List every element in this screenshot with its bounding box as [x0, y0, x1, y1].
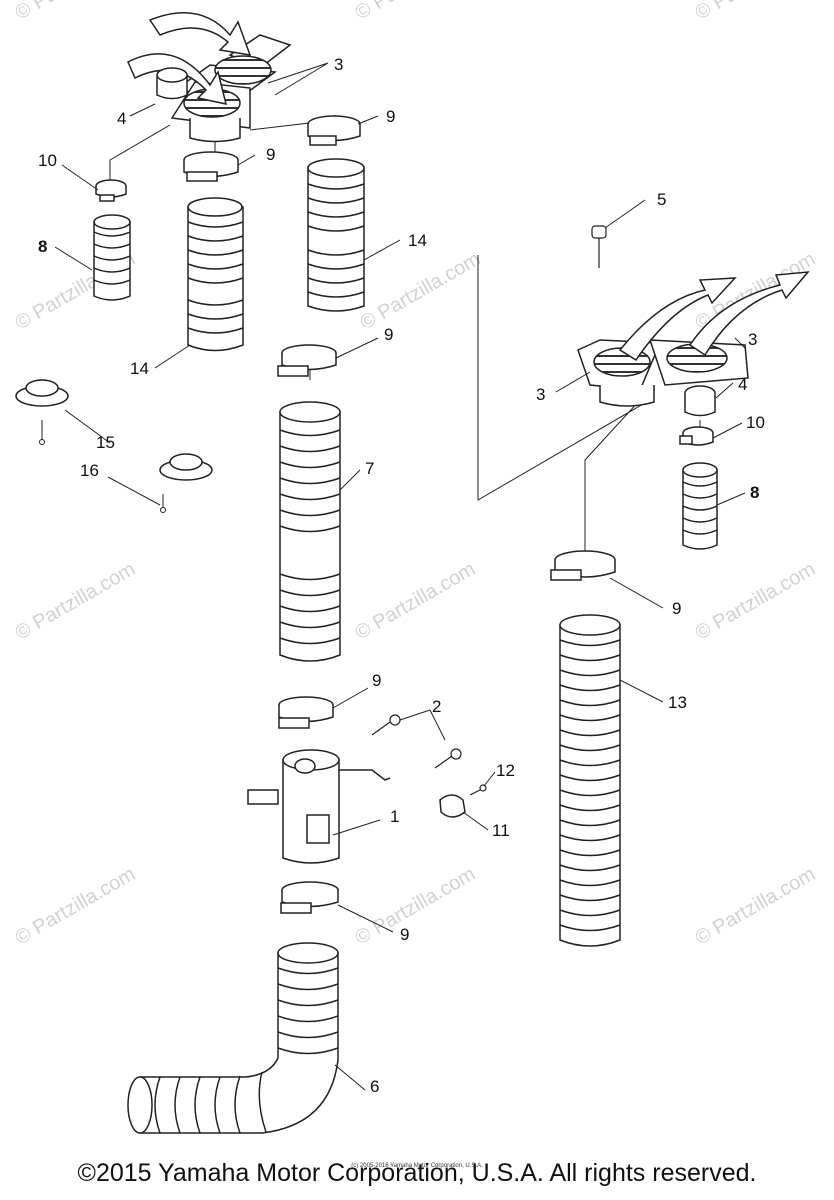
callout-3: 3: [536, 385, 545, 404]
callout-labels: 3 4 9 9 10 8 14 14 9 5 3 3 4 10 8 7 15 1…: [38, 55, 765, 1096]
hose-rib: [559, 819, 621, 827]
hose-rib: [559, 834, 621, 842]
drain-fitting-right: [684, 385, 716, 417]
callout-8: 8: [750, 483, 759, 502]
bellows-hose-7: [279, 401, 341, 662]
hose-rib: [559, 774, 621, 782]
hose-rib: [559, 804, 621, 812]
bellows-hose-14-right: [307, 158, 365, 312]
callout-9: 9: [386, 107, 395, 126]
screw-5: [591, 225, 607, 268]
watermark-text: © Partzilla.com: [692, 0, 820, 24]
screw-16-right: [160, 494, 166, 513]
vent-grate-right: [577, 271, 810, 407]
hose-rib: [559, 894, 621, 902]
watermark-text: © Partzilla.com: [352, 0, 480, 24]
hose-clamp-9-right: [550, 550, 616, 581]
hose-rib: [559, 789, 621, 797]
callout-13: 13: [668, 693, 687, 712]
callout-5: 5: [657, 190, 666, 209]
callout-10: 10: [746, 413, 765, 432]
callout-12: 12: [496, 761, 515, 780]
callout-6: 6: [370, 1077, 379, 1096]
callout-9: 9: [400, 925, 409, 944]
hose-clamp-9-center: [277, 344, 337, 377]
callout-7: 7: [365, 459, 374, 478]
grommet-15-left: [15, 379, 69, 407]
bellows-hose-14-left: [187, 197, 244, 352]
callout-4: 4: [117, 109, 126, 128]
callout-1: 1: [390, 807, 399, 826]
callout-leader-lines: [54, 62, 746, 1091]
hose-clamp-9-upper-left: [183, 151, 239, 182]
callout-10: 10: [38, 151, 57, 170]
bellows-hose-13: [559, 614, 621, 947]
drain-hose-small-right: [682, 462, 718, 550]
watermark-text: © Partzilla.com: [692, 558, 820, 644]
hose-clamp-small-left: [95, 179, 127, 202]
callout-9: 9: [672, 599, 681, 618]
drain-fitting-upper: [156, 67, 188, 100]
vent-grate-upper: [127, 12, 292, 143]
callout-4: 4: [738, 375, 747, 394]
screw-2-lower: [434, 748, 462, 769]
grommet-15-right: [159, 453, 213, 481]
hose-clamp-9-lower-center: [278, 696, 334, 729]
blower-housing: [247, 749, 391, 864]
callout-11: 11: [492, 821, 510, 840]
hose-rib: [559, 729, 621, 737]
bracket-11: [439, 794, 466, 818]
hose-rib: [559, 924, 621, 932]
hose-rib: [559, 654, 621, 662]
screw-12: [469, 784, 487, 796]
hose-rib: [559, 879, 621, 887]
small-copyright-notice: (c) 2005-2016 Yamaha Motor Corporation, …: [351, 1163, 483, 1169]
hose-clamp-small-right: [679, 426, 714, 446]
watermark-text: © Partzilla.com: [12, 0, 140, 24]
hose-rib: [559, 669, 621, 677]
callout-9: 9: [372, 671, 381, 690]
watermark-text: © Partzilla.com: [692, 863, 820, 949]
watermark-text: © Partzilla.com: [12, 863, 140, 949]
callout-3: 3: [748, 330, 757, 349]
callout-8: 8: [38, 237, 47, 256]
callout-15: 15: [96, 433, 115, 452]
hose-rib: [559, 864, 621, 872]
hose-rib: [559, 759, 621, 767]
elbow-hose-6: [127, 942, 339, 1134]
watermark-text: © Partzilla.com: [352, 558, 480, 644]
callout-16: 16: [80, 461, 99, 480]
watermark-text: © Partzilla.com: [12, 558, 140, 644]
hose-rib: [559, 699, 621, 707]
screw-16-left: [39, 420, 45, 445]
copyright-footer: ©2015 Yamaha Motor Corporation, U.S.A. A…: [77, 1159, 757, 1187]
callout-3: 3: [334, 55, 343, 74]
hose-rib: [559, 744, 621, 752]
callout-2: 2: [432, 697, 441, 716]
hose-rib: [559, 909, 621, 917]
callout-14: 14: [408, 231, 427, 250]
hose-rib: [559, 684, 621, 692]
watermark-text: © Partzilla.com: [357, 248, 485, 334]
drain-hose-small-left: [93, 214, 131, 301]
callout-9: 9: [266, 145, 275, 164]
watermark-text: © Partzilla.com: [352, 863, 480, 949]
hose-clamp-9-upper-right: [307, 115, 361, 146]
callout-14: 14: [130, 359, 149, 378]
hose-rib: [559, 849, 621, 857]
hose-rib: [559, 714, 621, 722]
hose-clamp-9-bottom: [280, 881, 339, 914]
callout-9: 9: [384, 325, 393, 344]
screw-2-upper: [371, 714, 401, 736]
hose-rib: [559, 639, 621, 647]
